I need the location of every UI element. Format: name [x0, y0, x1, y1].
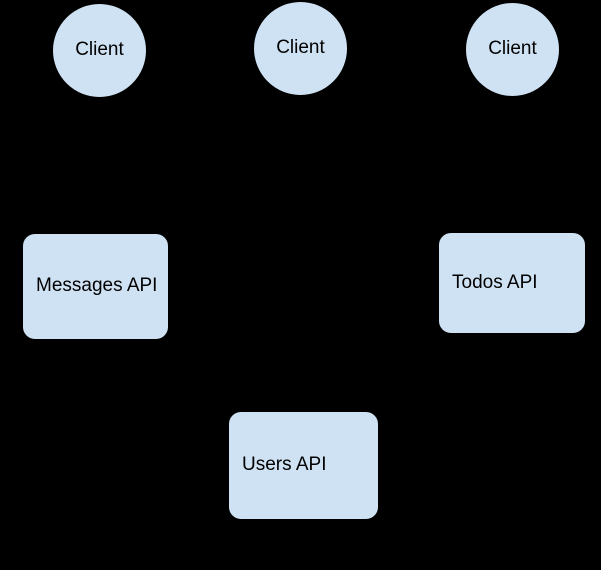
client-node-right: Client	[465, 2, 560, 97]
service-node-users-api-label: Users API	[242, 454, 327, 476]
service-node-users-api: Users API	[228, 411, 379, 520]
client-node-left: Client	[52, 3, 147, 98]
service-node-todos-api-label: Todos API	[452, 271, 538, 293]
client-node-left-label: Client	[75, 39, 124, 61]
service-node-messages-api-label: Messages API	[36, 275, 158, 297]
client-node-right-label: Client	[488, 38, 537, 60]
client-node-middle: Client	[253, 1, 348, 96]
service-node-todos-api: Todos API	[438, 232, 586, 334]
service-node-messages-api: Messages API	[22, 233, 169, 340]
client-node-middle-label: Client	[276, 37, 325, 59]
